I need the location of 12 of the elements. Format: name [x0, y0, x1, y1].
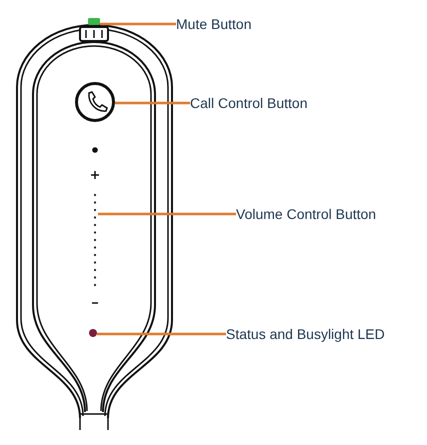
leader-line	[100, 22, 176, 26]
volume-buttons	[94, 194, 96, 286]
leader-line	[115, 102, 190, 104]
leader-line	[97, 332, 226, 336]
status-led	[89, 329, 97, 337]
part-label: Status and Busylight LED	[226, 325, 385, 343]
part-label: Volume Control Button	[236, 205, 376, 223]
part-label: Mute Button	[176, 15, 252, 33]
call-button	[75, 82, 115, 122]
part-label: Call Control Button	[190, 94, 308, 112]
leader-line	[98, 212, 236, 216]
mute-button	[88, 18, 100, 25]
